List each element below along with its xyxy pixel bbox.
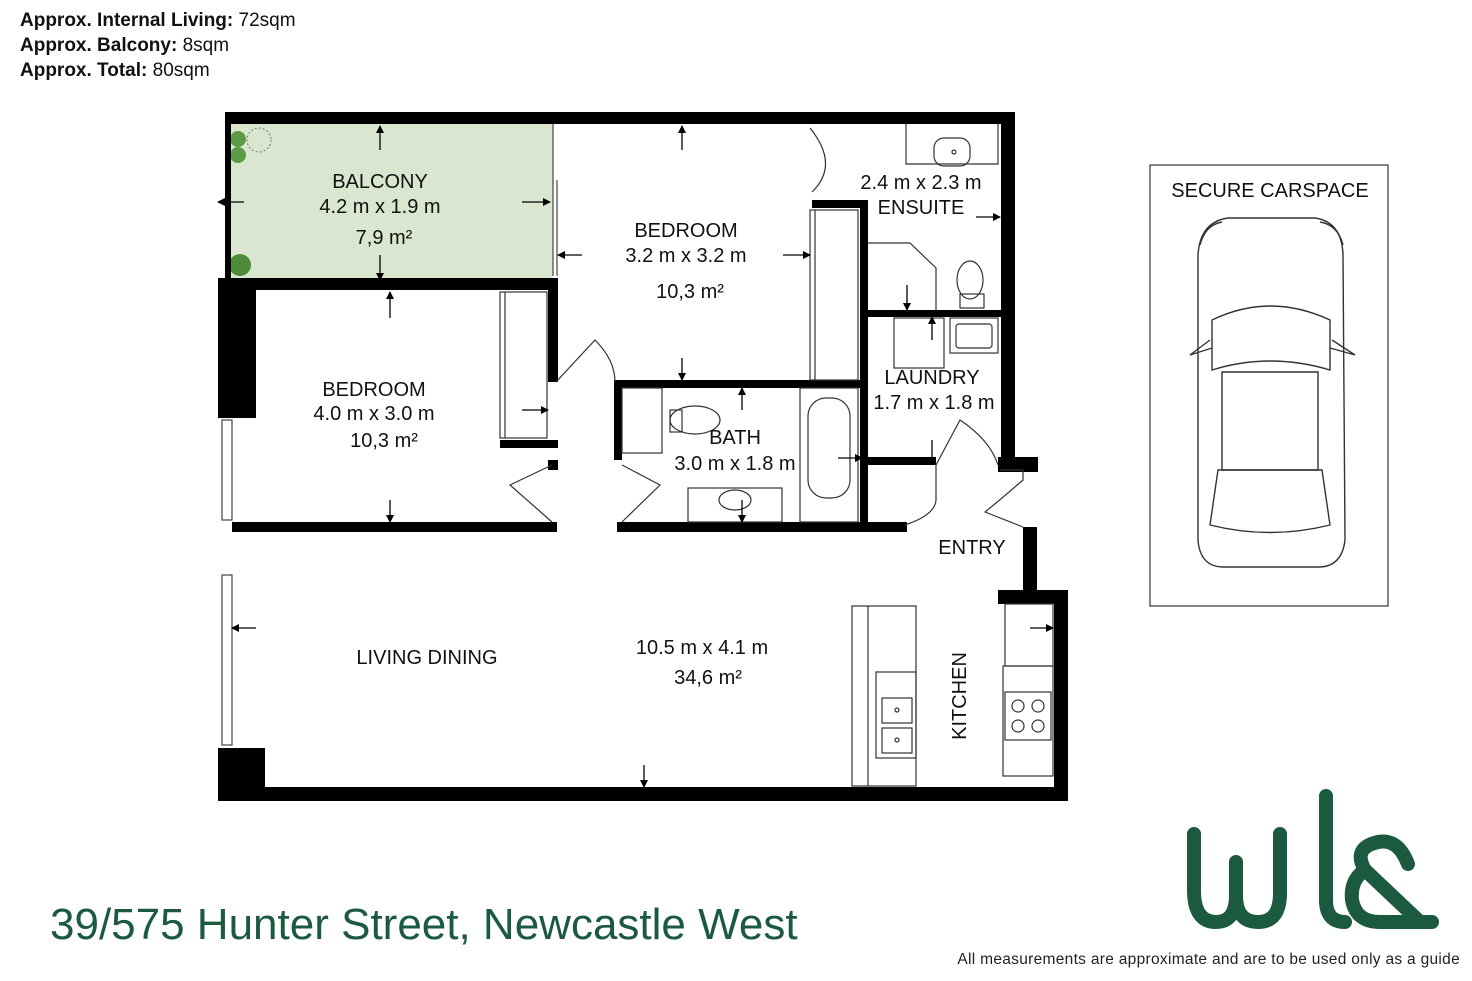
living-name: LIVING DINING	[356, 647, 497, 669]
ensuite-dims: 2.4 m x 2.3 m	[860, 172, 981, 194]
carspace-label: SECURE CARSPACE	[1171, 180, 1368, 202]
wls-logo	[1187, 789, 1439, 929]
windows	[221, 124, 558, 746]
area-balcony-value: 8sqm	[182, 35, 230, 56]
bath-dims: 3.0 m x 1.8 m	[674, 453, 795, 475]
doors	[508, 127, 1024, 528]
area-total-value: 80sqm	[152, 60, 210, 81]
area-balcony-row: Approx. Balcony: 8sqm	[20, 33, 296, 58]
main-bedroom-area: 10,3 m²	[656, 281, 724, 303]
area-internal-row: Approx. Internal Living: 72sqm	[20, 8, 296, 33]
area-summary: Approx. Internal Living: 72sqm Approx. B…	[20, 8, 296, 83]
wardrobes	[499, 209, 859, 439]
plant-icons	[229, 127, 272, 276]
area-balcony-label: Approx. Balcony:	[20, 35, 178, 56]
ensuite-name: ENSUITE	[878, 197, 965, 219]
balcony-area	[228, 122, 553, 278]
car-icon	[1189, 217, 1356, 568]
area-total-row: Approx. Total: 80sqm	[20, 58, 296, 83]
living-dims: 10.5 m x 4.1 m	[636, 637, 768, 659]
room-labels: BALCONY 4.2 m x 1.9 m 7,9 m² BEDROOM 3.2…	[313, 171, 1005, 740]
measurement-disclaimer: All measurements are approximate and are…	[957, 951, 1460, 968]
balcony-area-label: 7,9 m²	[356, 227, 413, 249]
area-total-label: Approx. Total:	[20, 60, 148, 81]
second-bedroom-area: 10,3 m²	[350, 430, 418, 452]
second-bedroom-name: BEDROOM	[322, 379, 425, 401]
entry-name: ENTRY	[938, 537, 1005, 559]
laundry-dims: 1.7 m x 1.8 m	[873, 392, 994, 414]
main-bedroom-name: BEDROOM	[634, 220, 737, 242]
balcony-name: BALCONY	[332, 171, 428, 193]
main-bedroom-dims: 3.2 m x 3.2 m	[625, 245, 746, 267]
laundry-name: LAUNDRY	[884, 367, 979, 389]
carspace: SECURE CARSPACE	[1149, 164, 1389, 607]
dimension-arrows	[217, 125, 1054, 788]
area-internal-value: 72sqm	[238, 10, 296, 31]
property-address: 39/575 Hunter Street, Newcastle West	[50, 900, 798, 949]
bath-name: BATH	[709, 427, 761, 449]
balcony-dims: 4.2 m x 1.9 m	[319, 196, 440, 218]
second-bedroom-dims: 4.0 m x 3.0 m	[313, 403, 434, 425]
carspace-border	[1149, 164, 1389, 607]
area-internal-label: Approx. Internal Living:	[20, 10, 234, 31]
kitchen-name: KITCHEN	[949, 652, 971, 740]
walls	[218, 112, 1068, 801]
living-area: 34,6 m²	[674, 667, 742, 689]
